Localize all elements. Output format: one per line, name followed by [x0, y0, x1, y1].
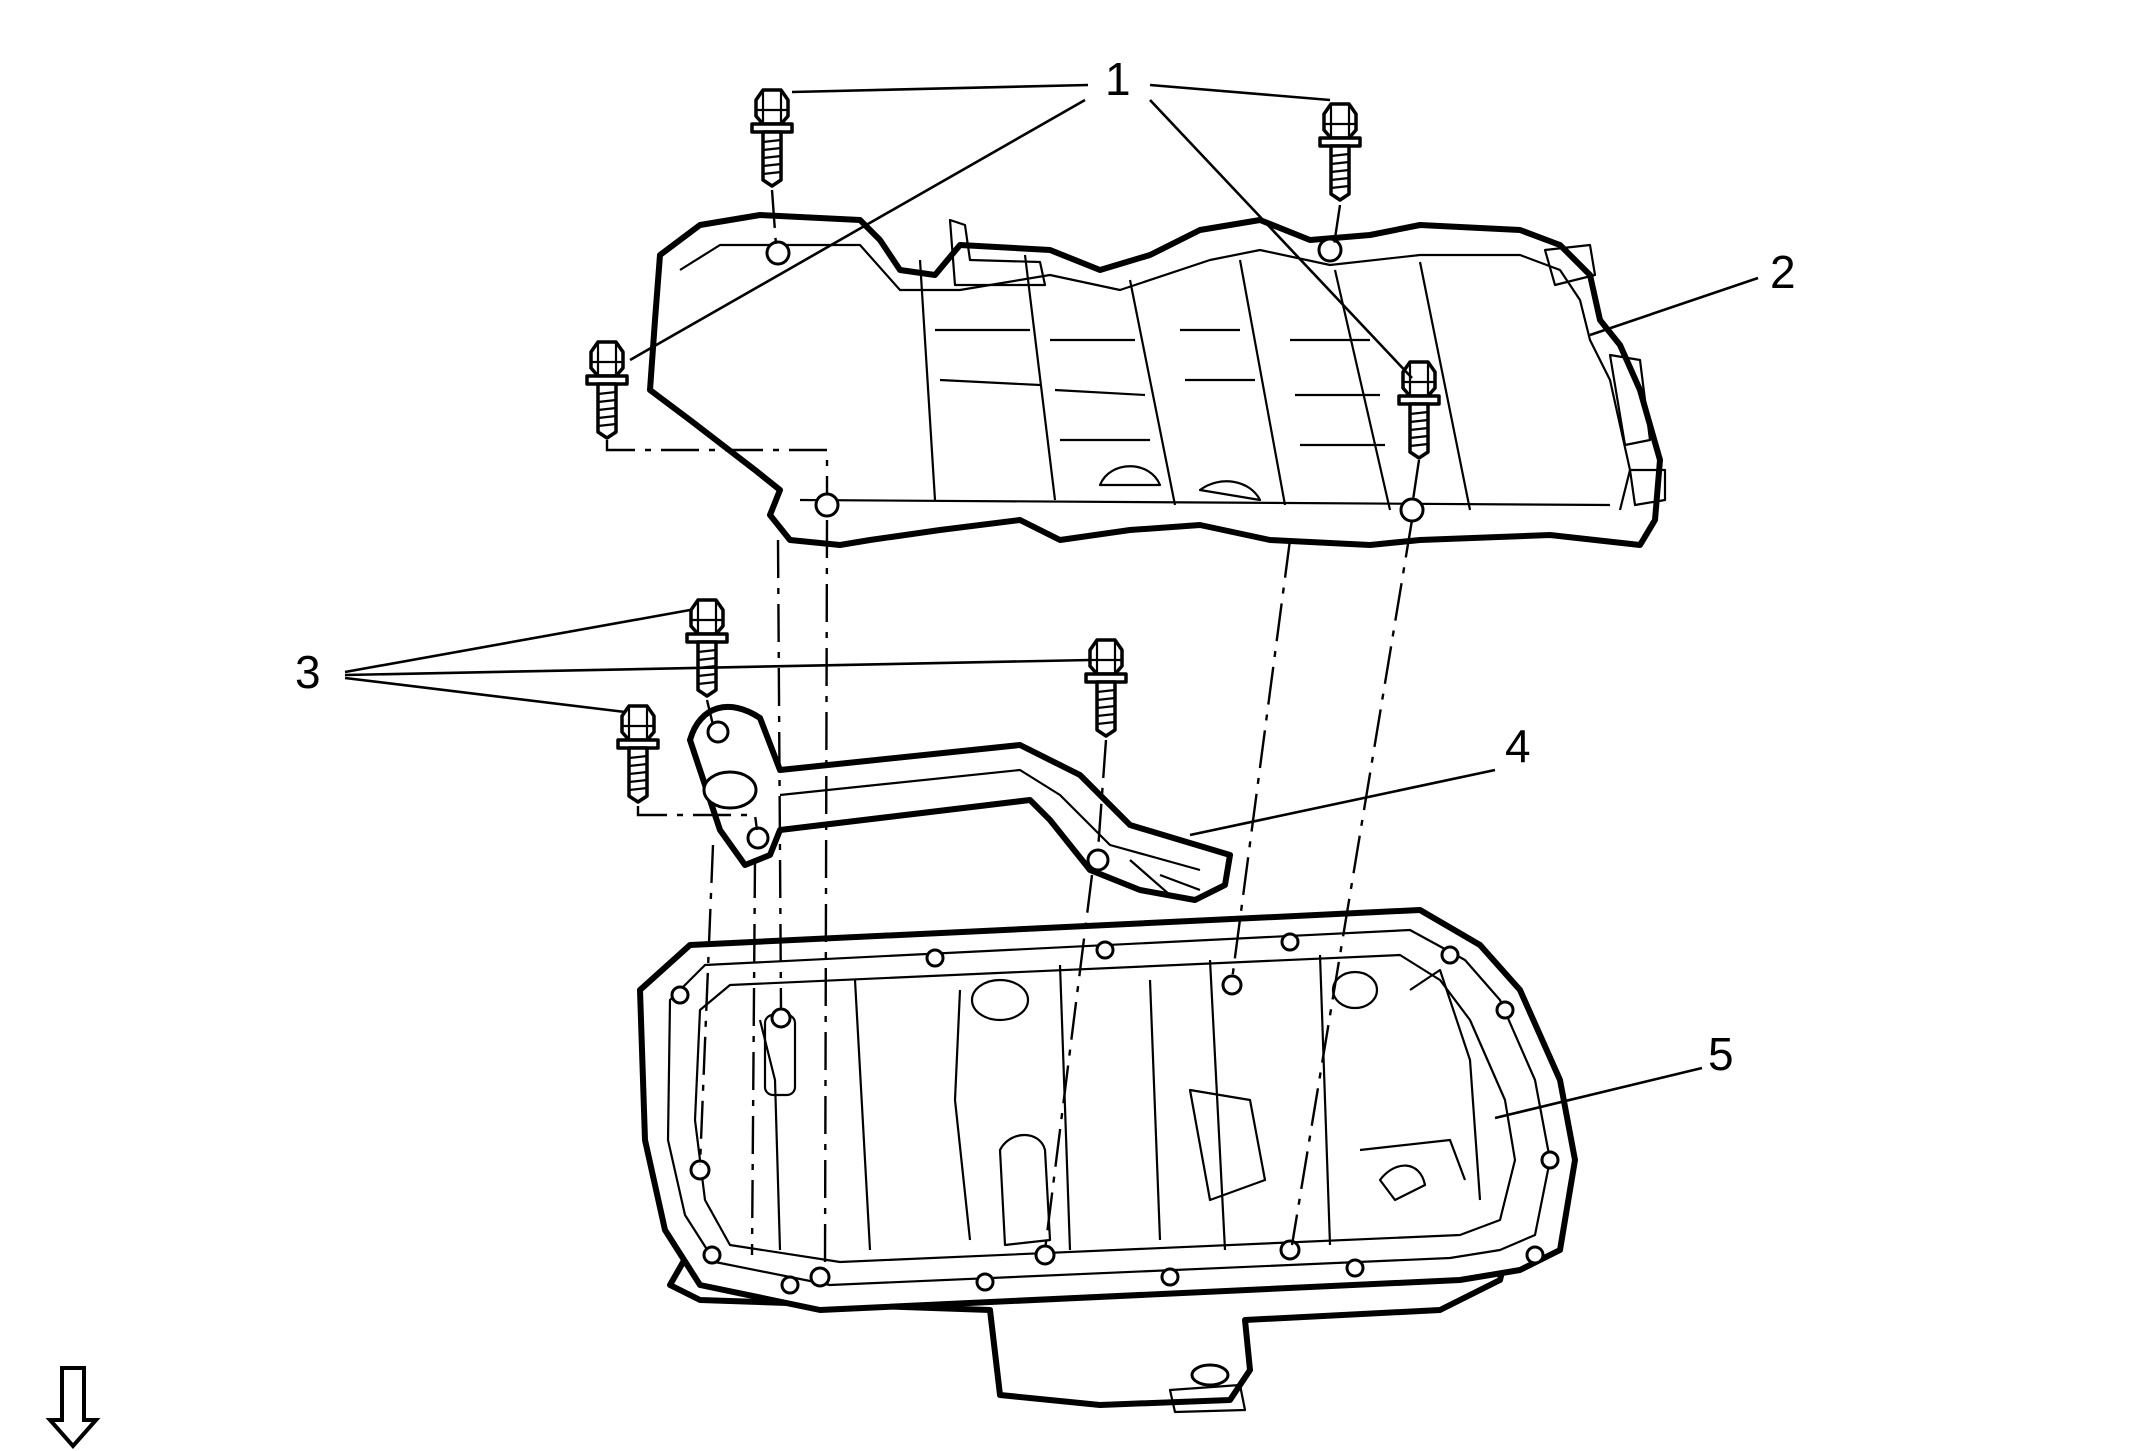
- callout-3-bolts: 3: [295, 646, 321, 698]
- flange-holes: [670, 932, 1560, 1295]
- oil-pan: [637, 907, 1578, 1414]
- bolt-1b: [1318, 102, 1362, 202]
- oil-pan-baffle: [647, 212, 1667, 548]
- bolt-3b: [1084, 638, 1128, 738]
- bolt-1c: [585, 340, 629, 440]
- callout-2-baffle: 2: [1770, 246, 1796, 298]
- alignment-lines: [605, 189, 1421, 1266]
- leader-lines: [344, 83, 1759, 1120]
- callout-1-bolts: 1: [1105, 53, 1131, 105]
- oil-pickup-tube: [687, 703, 1233, 903]
- bolt-3c: [616, 704, 660, 804]
- bolt-1a: [750, 88, 794, 188]
- down-arrow-icon: [45, 1366, 101, 1450]
- bolt-3a: [685, 598, 729, 698]
- callout-4-pickup-tube: 4: [1505, 720, 1531, 772]
- callout-5-oil-pan: 5: [1708, 1028, 1734, 1080]
